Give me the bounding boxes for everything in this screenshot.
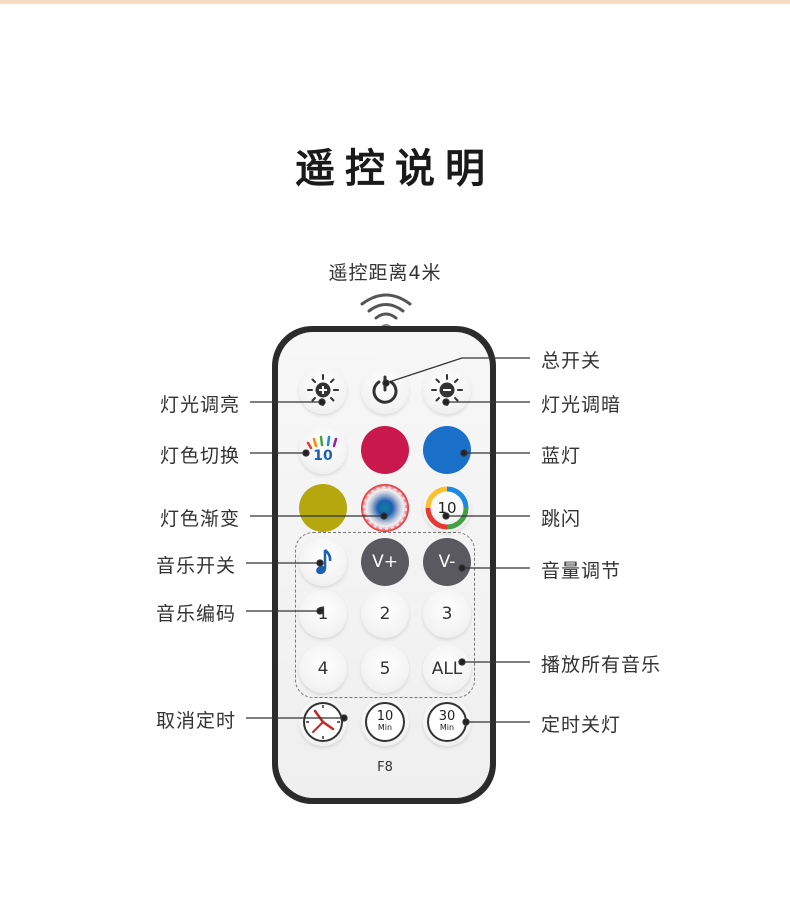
jump-flash-count: 10 [437, 499, 457, 517]
label-volume: 音量调节 [541, 560, 622, 582]
label-timer-off: 定时关灯 [541, 714, 622, 736]
play-all-label: ALL [431, 659, 463, 679]
power-button[interactable] [361, 366, 409, 414]
music-3-label: 3 [441, 604, 453, 624]
music-5-label: 5 [379, 659, 391, 679]
volume-down-button[interactable]: V- [423, 538, 471, 586]
range-text: 遥控距离4米 [328, 262, 442, 284]
music-note-icon [316, 549, 332, 575]
label-blue: 蓝灯 [541, 445, 582, 467]
timer-30-value: 30 [438, 709, 456, 724]
timer-10-unit: Min [377, 723, 393, 732]
label-cancel-timer: 取消定时 [155, 710, 236, 732]
music-2-button[interactable]: 2 [361, 590, 409, 638]
music-5-button[interactable]: 5 [361, 645, 409, 693]
color-rays-icon [306, 435, 338, 449]
music-4-button[interactable]: 4 [299, 645, 347, 693]
model-label: F8 [377, 760, 393, 775]
music-1-label: 1 [317, 604, 329, 624]
gradient-swirl-icon [363, 486, 407, 530]
blue-button[interactable] [423, 426, 471, 474]
music-4-label: 4 [317, 659, 329, 679]
music-toggle-button[interactable] [299, 538, 347, 586]
brighten-button[interactable] [299, 366, 347, 414]
cancel-timer-button[interactable] [299, 698, 347, 746]
timer-dial-icon [365, 702, 405, 742]
top-strip [0, 0, 790, 4]
color-switch-count: 10 [313, 448, 333, 464]
brightness-up-icon [307, 374, 339, 406]
play-all-button[interactable]: ALL [423, 645, 471, 693]
timer-30-button[interactable]: 30 Min [423, 698, 471, 746]
label-color-fade: 灯色渐变 [159, 508, 240, 530]
music-button-group [295, 532, 475, 698]
label-play-all: 播放所有音乐 [541, 654, 662, 676]
clock-icon [303, 702, 343, 742]
signal-icon [360, 293, 412, 328]
timer-10-value: 10 [376, 709, 394, 724]
brightness-down-icon [431, 374, 463, 406]
label-brighten: 灯光调亮 [159, 394, 240, 416]
label-power: 总开关 [541, 350, 602, 372]
power-icon [372, 375, 398, 404]
timer-30-unit: Min [439, 723, 455, 732]
label-jump-flash: 跳闪 [541, 508, 582, 530]
red-button[interactable] [361, 426, 409, 474]
color-switch-button[interactable]: 10 [299, 426, 347, 474]
jump-flash-button[interactable]: 10 [423, 484, 471, 532]
page-title: 遥控说明 [295, 145, 495, 192]
music-2-label: 2 [379, 604, 391, 624]
label-music-toggle: 音乐开关 [155, 555, 236, 577]
color-ring-icon [425, 486, 469, 530]
music-1-button[interactable]: 1 [299, 590, 347, 638]
label-dim: 灯光调暗 [541, 394, 622, 416]
color-fade-button[interactable] [361, 484, 409, 532]
label-music-code: 音乐编码 [155, 603, 236, 625]
dim-button[interactable] [423, 366, 471, 414]
timer-10-button[interactable]: 10 Min [361, 698, 409, 746]
yellow-button[interactable] [299, 484, 347, 532]
music-3-button[interactable]: 3 [423, 590, 471, 638]
volume-up-button[interactable]: V+ [361, 538, 409, 586]
label-color-switch: 灯色切换 [159, 445, 240, 467]
